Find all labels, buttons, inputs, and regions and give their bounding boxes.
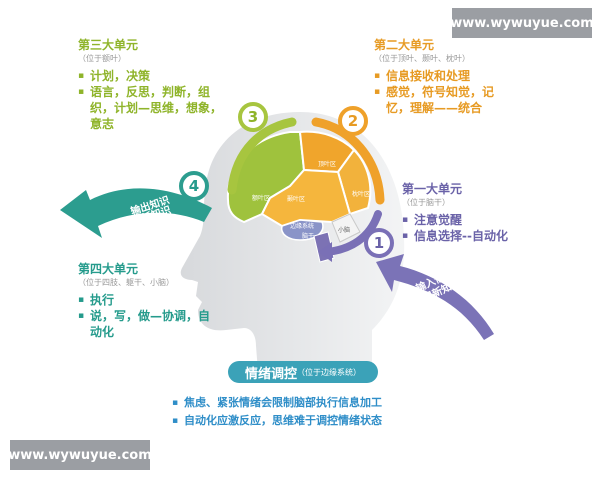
unit4-title: 第四大单元 — [78, 262, 139, 276]
arc-orange — [311, 117, 385, 205]
badge-3: 3 — [238, 102, 268, 132]
unit4-subtitle: （位于四肢、躯干、小脑） — [78, 278, 174, 287]
unit1-title: 第一大单元 — [402, 182, 463, 196]
unit4-panel: 第四大单元 （位于四肢、躯干、小脑） 执行 说，写，做—协调，自动化 — [78, 262, 218, 340]
svg-text:2: 2 — [348, 112, 358, 130]
unit1-panel: 第一大单元 （位于脑干） 注意觉醒 信息选择--自动化 — [402, 182, 532, 244]
unit3-item: 语言，反思，判断，组织，计划—思维，想象，意志 — [78, 84, 228, 132]
emotion-title: 情绪调控 — [244, 366, 297, 382]
label-temporal: 颞叶区 — [287, 195, 305, 203]
unit1-item: 信息选择--自动化 — [402, 228, 532, 244]
label-limbic: 边缘系统 — [290, 222, 314, 230]
unit2-item: 信息接收和处理 — [374, 68, 514, 84]
arc-purple — [322, 210, 382, 256]
badge-2: 2 — [338, 106, 368, 136]
unit3-item: 计划，决策 — [78, 68, 228, 84]
emotion-item: 焦虑、紧张情绪会限制脑部执行信息加工 — [172, 394, 382, 412]
badge-4: 4 — [179, 171, 209, 201]
unit2-title: 第二大单元 — [374, 38, 435, 52]
unit4-item: 执行 — [78, 292, 218, 308]
watermark-bottom: www.wywuyue.com — [8, 440, 152, 470]
unit1-subtitle: （位于脑干） — [402, 198, 450, 207]
unit2-panel: 第二大单元 （位于顶叶、颞叶、枕叶） 信息接收和处理 感觉，符号知觉，记忆，理解… — [374, 38, 514, 116]
emotion-badge: 情绪调控 （位于边缘系统） — [228, 361, 378, 383]
unit3-subtitle: （位于额叶） — [78, 54, 126, 63]
watermark-top: www.wywuyue.com — [450, 8, 594, 38]
badge-1: 1 — [364, 228, 394, 258]
output-arrow — [60, 188, 212, 238]
unit3-title: 第三大单元 — [78, 38, 139, 52]
svg-text:1: 1 — [374, 234, 384, 252]
unit3-panel: 第三大单元 （位于额叶） 计划，决策 语言，反思，判断，组织，计划—思维，想象，… — [78, 38, 228, 132]
label-parietal: 顶叶区 — [318, 160, 336, 168]
label-brainstem: 脑干 — [302, 232, 314, 240]
label-occipital: 枕叶区 — [352, 190, 370, 198]
unit2-subtitle: （位于顶叶、颞叶、枕叶） — [374, 54, 470, 63]
unit2-item: 感觉，符号知觉，记忆，理解——统合 — [374, 84, 514, 116]
arc-purple-head — [318, 242, 332, 262]
brain-cerebellum — [331, 213, 361, 243]
input-arrow — [376, 254, 494, 340]
arc-green — [227, 117, 297, 195]
label-cerebellum: 小脑 — [338, 226, 350, 234]
unit1-item: 注意觉醒 — [402, 212, 532, 228]
emotion-item: 自动化应激反应，思维难于调控情绪状态 — [172, 412, 382, 430]
svg-text:4: 4 — [189, 177, 199, 195]
emotion-list: 焦虑、紧张情绪会限制脑部执行信息加工 自动化应激反应，思维难于调控情绪状态 — [172, 394, 382, 430]
unit4-item: 说，写，做—协调，自动化 — [78, 308, 218, 340]
svg-text:3: 3 — [248, 108, 258, 126]
brain-limbic — [280, 219, 324, 241]
emotion-subtitle: （位于边缘系统） — [297, 367, 361, 377]
label-frontal: 额叶区 — [252, 194, 270, 202]
